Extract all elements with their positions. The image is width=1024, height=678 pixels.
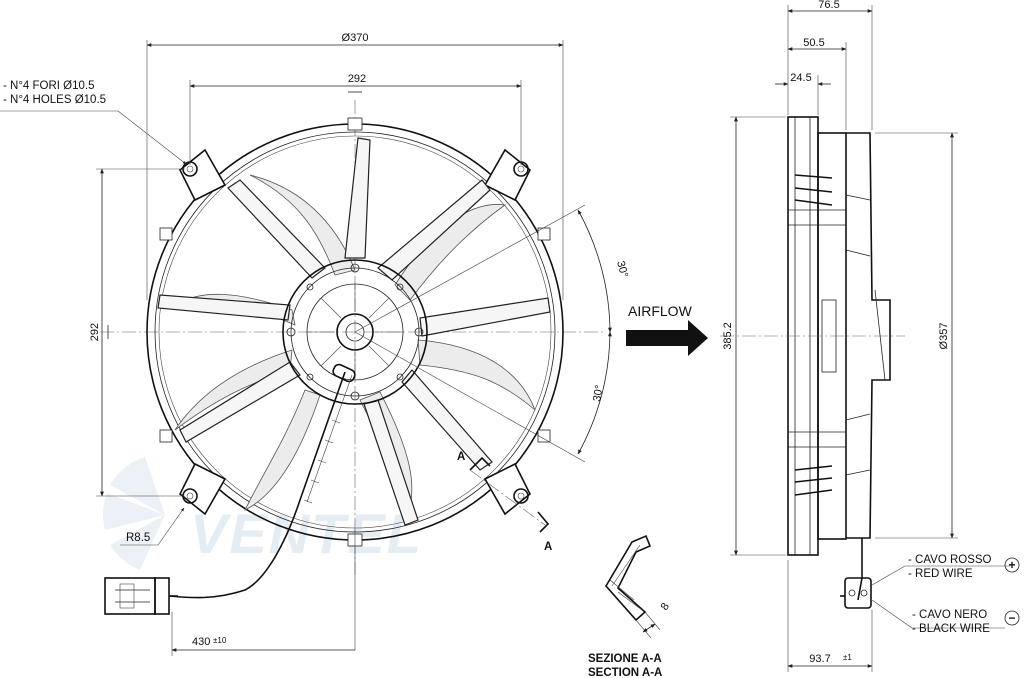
angle-upper-label: 30°: [614, 260, 630, 279]
dim-hole-spacing-top-label: 292: [348, 73, 366, 85]
dim-overall-width: Ø370: [146, 32, 564, 300]
connector-icon: [104, 577, 178, 615]
section-mark-top: A: [457, 451, 465, 463]
red-wire-label-it: - CAVO ROSSO: [908, 554, 992, 566]
dim-hole-spacing-left: 292: [89, 168, 185, 497]
dim-bottom-tolerance: ±1: [843, 653, 852, 662]
airflow-label: AIRFLOW: [628, 303, 693, 319]
angle-lower-label: 30°: [591, 384, 606, 402]
section-thickness-label: 8: [659, 601, 672, 613]
dim-height: 385.2: [722, 116, 786, 556]
holes-label-it: - N°4 FORI Ø10.5: [3, 80, 95, 92]
red-wire-label-en: - RED WIRE: [908, 568, 973, 580]
dim-depth-total-label: 76.5: [818, 0, 839, 11]
watermark: VENTEL: [103, 457, 421, 570]
section-markers: A A: [457, 451, 552, 553]
black-wire-label-en: - BLACK WIRE: [912, 623, 990, 635]
dim-bottom-label: 93.7: [809, 653, 830, 665]
side-view: 76.5 50.5 24.5 385.2 Ø357 93.7 ±1: [720, 0, 1020, 672]
dim-hole-spacing-left-label: 292: [89, 323, 101, 341]
radius-label: R8.5: [126, 532, 150, 544]
black-wire-label-it: - CAVO NERO: [912, 609, 987, 621]
fan-spokes: [157, 137, 551, 526]
radius-callout: R8.5: [120, 507, 185, 546]
section-mark-bottom: A: [544, 541, 552, 553]
watermark-fan-icon: [103, 457, 165, 570]
front-view: Ø370 292 292 - N°4 FORI Ø10.5 - N°4 HOLE…: [0, 32, 630, 656]
wire-callouts: - CAVO ROSSO - RED WIRE + - CAVO NERO - …: [871, 554, 1020, 635]
holes-callout: - N°4 FORI Ø10.5 - N°4 HOLES Ø10.5: [0, 80, 187, 165]
cable: [169, 371, 353, 599]
section-title-it: SEZIONE A-A: [588, 653, 662, 665]
minus-symbol: −: [1008, 611, 1015, 625]
cable-length-label: 430: [192, 636, 210, 648]
dim-depth-small-label: 24.5: [790, 72, 811, 84]
dim-bottom: 93.7 ±1: [787, 560, 873, 672]
section-view: 8 SEZIONE A-A SECTION A-A: [588, 534, 672, 678]
dim-depth-mid-label: 50.5: [803, 37, 824, 49]
dim-depth: 76.5 50.5 24.5: [775, 0, 873, 130]
airflow-arrow-icon: [626, 320, 708, 356]
dim-diameter: Ø357: [875, 132, 958, 539]
holes-label-en: - N°4 HOLES Ø10.5: [3, 94, 106, 106]
dim-overall-width-label: Ø370: [342, 32, 369, 44]
ring-clips: [159, 117, 551, 547]
airflow-indicator: AIRFLOW: [626, 303, 708, 356]
dim-diameter-label: Ø357: [938, 323, 950, 350]
cable-tolerance-label: ±10: [213, 636, 227, 645]
plus-terminal-icon: +: [1004, 557, 1020, 573]
section-title-en: SECTION A-A: [588, 667, 662, 678]
motor-hub: [282, 259, 428, 405]
mounting-ears: [178, 148, 532, 516]
minus-terminal-icon: −: [1004, 610, 1020, 626]
angle-dimensions: 30° 30°: [354, 204, 630, 463]
dim-hole-spacing-top: 292: [189, 73, 522, 165]
plus-symbol: +: [1008, 558, 1015, 572]
dim-cable-length: 430 ±10: [171, 530, 356, 656]
dim-height-label: 385.2: [722, 322, 734, 350]
